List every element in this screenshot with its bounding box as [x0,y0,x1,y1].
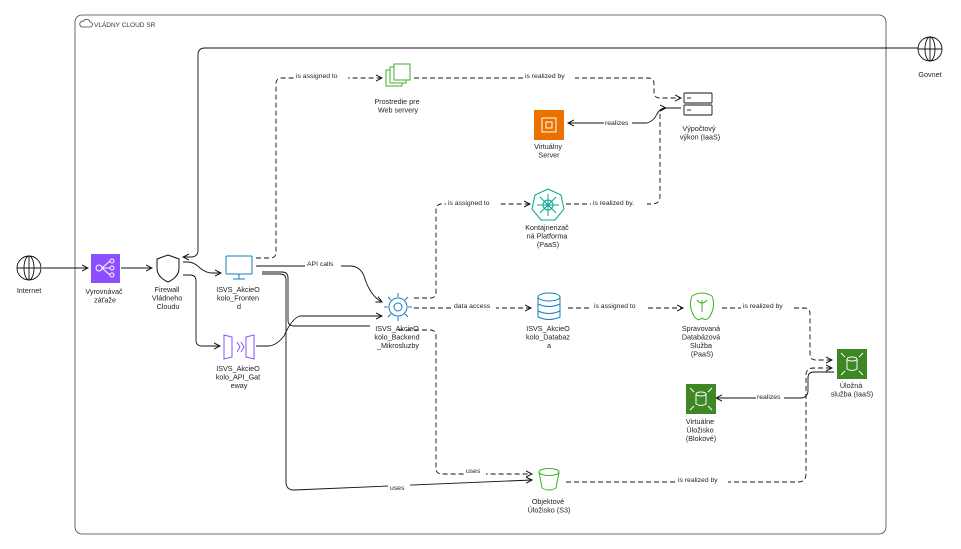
instances-icon [385,63,411,87]
edge-s3-storage [566,368,832,483]
storage-iaas-node[interactable]: Úložná služba (IaaS) [831,349,873,399]
internet-label: Internet [17,286,41,295]
edge-label-assigned-3: is assigned to [594,303,636,310]
govnet-node[interactable]: Govnet [917,36,943,79]
api-gateway-node[interactable]: ISVS_AkcieO kolo_API_Gat eway [216,334,262,390]
load-balancer-node[interactable]: Vyrovnávač záťaže [85,254,124,305]
postgresql-icon [689,292,715,321]
edge-label-realized-2: is realized by. [593,200,634,207]
edge-backend-s3 [398,329,532,474]
edge-backend-container [414,204,530,299]
edge-frontend-s3 [262,273,532,491]
virtual-server-label: Virtuálny Server [534,142,564,160]
edge-govnet-firewall [183,47,918,257]
compute-node[interactable]: Výpočtový výkon (IaaS) [680,92,720,142]
cloud-container: VLÁDNY CLOUD SR [74,14,887,535]
web-env-node[interactable]: Prostredie pre Web servery [374,63,421,115]
edge-label-realized-4: is realized by [678,477,718,484]
object-storage-label: Objektové Úložisko (S3) [528,497,571,515]
edge-frontend-backend [256,265,382,302]
edge-label-assigned-1: is assigned to [296,73,338,80]
edge-firewall-api [183,274,220,346]
web-env-label: Prostredie pre Web servery [374,97,421,115]
api-gateway-icon [223,334,255,360]
managed-db-label: Spravovaná Databázová Služba (PaaS) [682,324,722,359]
managed-db-node[interactable]: Spravovaná Databázová Služba (PaaS) [682,292,722,359]
edge-frontend-webenv [256,78,382,259]
edge-container-compute [566,108,666,205]
virtual-server-node[interactable]: Virtuálny Server [534,110,564,160]
edge-label-uses-1: uses [466,468,481,475]
kubernetes-icon [531,188,565,221]
gear-icon [384,293,412,321]
edge-label-api-calls: API calls [307,261,334,268]
shield-icon [156,254,180,283]
virtual-storage-node[interactable]: Virtuálne Úložisko (Blokové) [686,384,716,443]
globe-icon [16,255,42,281]
container-platform-label: Kontajnerizač ná Platforma (PaaS) [525,223,571,249]
edges [42,47,918,491]
edge-label-realizes-2: realizes [757,394,781,401]
edge-label-realizes-1: realizes [605,120,629,127]
edge-label-assigned-2: is assigned to [448,200,490,207]
backend-node[interactable]: ISVS_AkcieO kolo_Backend _Mikrosluzby [374,293,421,350]
edge-labels: is assigned to is realized by realizes i… [294,70,793,492]
firewall-node[interactable]: Firewall Vládneho Cloudu [152,254,184,311]
edge-label-realized-3: is realized by [743,303,783,310]
virtual-storage-label: Virtuálne Úložisko (Blokové) [686,417,716,443]
storage-iaas-label: Úložná služba (IaaS) [831,381,873,399]
edge-api-backend [256,316,382,347]
edge-webenv-compute [414,77,681,98]
edge-label-uses-2: uses [390,485,405,492]
firewall-label: Firewall Vládneho Cloudu [152,285,184,311]
database-icon [537,292,561,320]
internet-node[interactable]: Internet [16,255,42,295]
database-label: ISVS_AkcieO kolo_Databaz a [526,324,572,350]
container-platform-node[interactable]: Kontajnerizač ná Platforma (PaaS) [525,188,571,249]
backend-label: ISVS_AkcieO kolo_Backend _Mikrosluzby [374,324,421,350]
bucket-icon [538,468,560,491]
object-storage-node[interactable]: Objektové Úložisko (S3) [528,468,571,515]
edge-manageddb-storage [722,307,832,360]
server-icon [683,92,713,116]
globe-icon [917,36,943,62]
edge-backend-frontend [262,271,370,327]
compute-label: Výpočtový výkon (IaaS) [680,124,720,142]
monitor-icon [225,255,253,280]
govnet-label: Govnet [918,70,941,79]
database-node[interactable]: ISVS_AkcieO kolo_Databaz a [526,292,572,350]
edge-label-realized-1: is realized by [525,73,565,80]
edge-storage-vstorage [716,371,834,398]
ec2-icon [534,110,564,140]
frontend-node[interactable]: ISVS_AkcieO kolo_Fronten d [216,255,262,311]
edge-label-data-access: data access [454,303,491,310]
container-title: VLÁDNY CLOUD SR [94,20,156,29]
frontend-label: ISVS_AkcieO kolo_Fronten d [216,285,262,311]
edge-firewall-frontend [183,261,221,273]
cloud-icon [79,18,93,28]
api-gateway-label: ISVS_AkcieO kolo_API_Gat eway [216,364,262,390]
load-balancer-label: Vyrovnávač záťaže [85,287,124,305]
